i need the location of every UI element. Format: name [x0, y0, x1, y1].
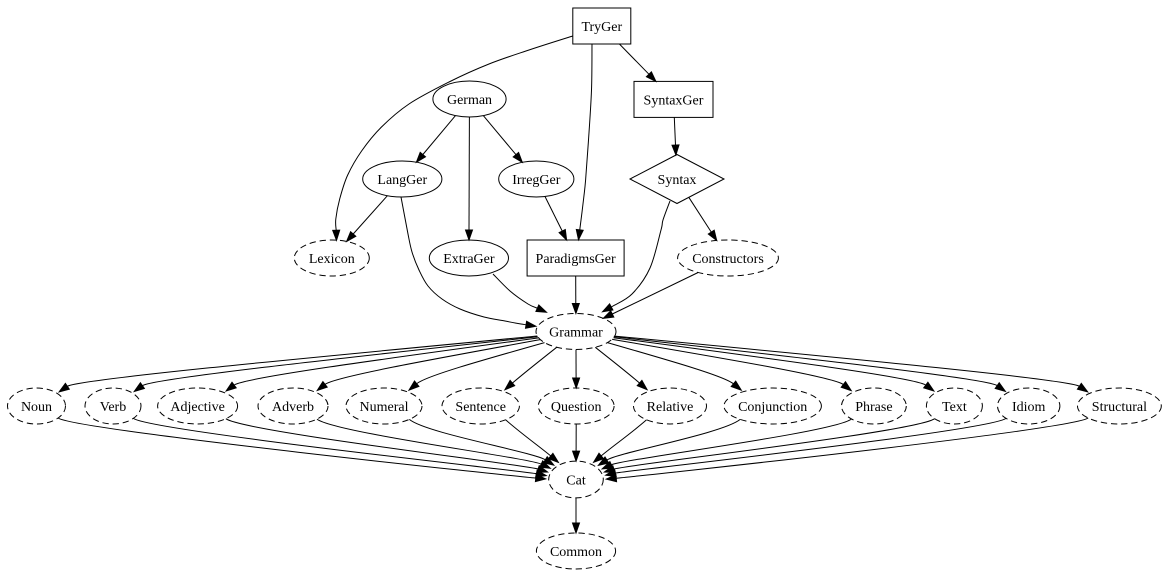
- svg-text:German: German: [447, 93, 492, 108]
- svg-text:Adjective: Adjective: [170, 400, 224, 415]
- svg-text:LangGer: LangGer: [377, 173, 427, 188]
- svg-text:Question: Question: [551, 400, 602, 415]
- svg-text:Relative: Relative: [647, 400, 694, 415]
- svg-text:Phrase: Phrase: [855, 400, 892, 415]
- svg-text:Verb: Verb: [100, 400, 126, 415]
- svg-text:TryGer: TryGer: [581, 20, 622, 35]
- svg-text:Idiom: Idiom: [1012, 400, 1046, 415]
- svg-text:Text: Text: [942, 400, 967, 415]
- svg-text:Noun: Noun: [21, 400, 52, 415]
- svg-text:SyntaxGer: SyntaxGer: [644, 93, 704, 108]
- svg-text:ExtraGer: ExtraGer: [443, 252, 495, 267]
- svg-text:Structural: Structural: [1092, 400, 1147, 415]
- svg-text:Adverb: Adverb: [272, 400, 314, 415]
- svg-text:Syntax: Syntax: [658, 173, 697, 188]
- svg-text:ParadigmsGer: ParadigmsGer: [536, 252, 616, 267]
- svg-text:Grammar: Grammar: [549, 325, 603, 340]
- svg-text:Numeral: Numeral: [360, 400, 409, 415]
- svg-text:Conjunction: Conjunction: [738, 400, 807, 415]
- svg-text:Constructors: Constructors: [692, 252, 764, 267]
- svg-text:Cat: Cat: [566, 473, 586, 488]
- svg-text:Sentence: Sentence: [455, 400, 506, 415]
- svg-text:IrregGer: IrregGer: [512, 173, 561, 188]
- svg-text:Lexicon: Lexicon: [309, 252, 355, 267]
- svg-text:Common: Common: [550, 545, 602, 560]
